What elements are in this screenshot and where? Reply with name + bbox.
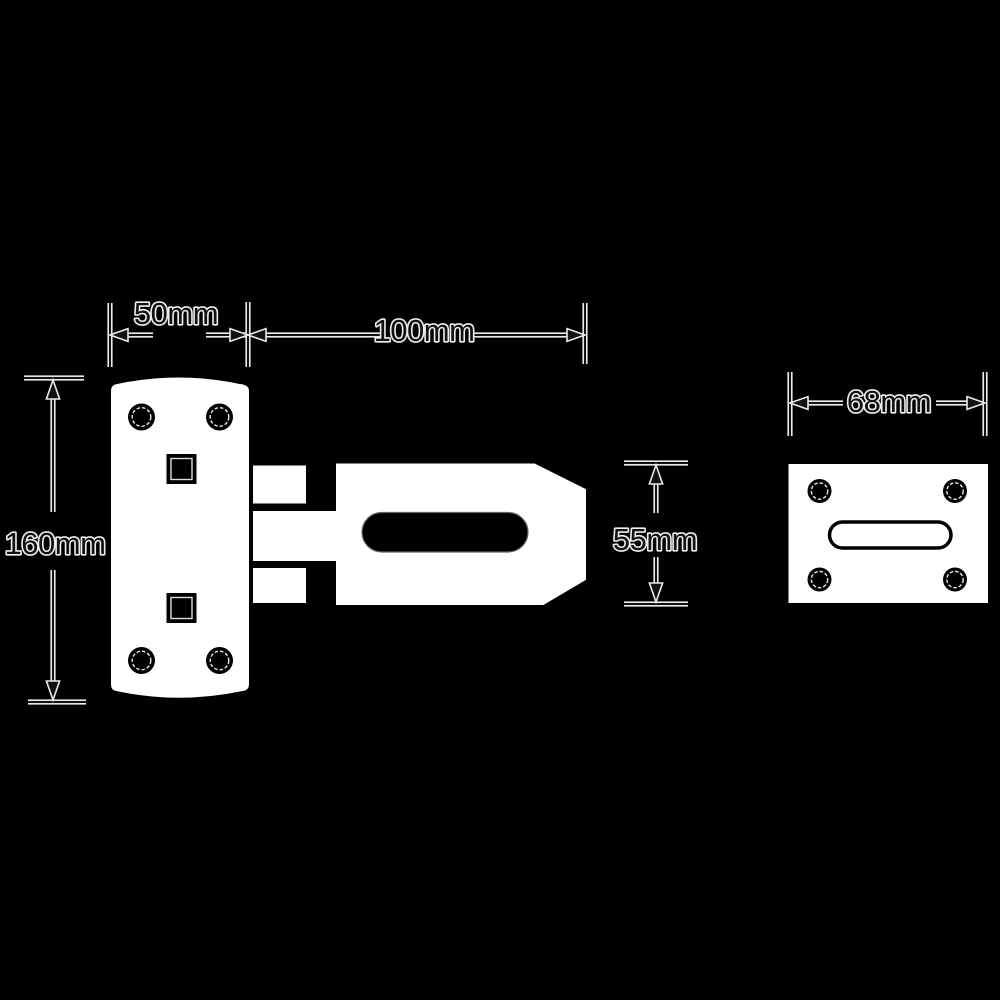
coach-bolt-hole-ring <box>170 457 193 481</box>
hinge-tongue <box>246 511 336 563</box>
dimension-arm-height: 55mm <box>611 462 699 605</box>
screw-hole-ring <box>946 570 964 589</box>
hinge-knuckle-bottom <box>247 564 310 607</box>
screw-hole-ring <box>131 650 152 671</box>
staple-slot <box>827 520 953 550</box>
hasp-front-view <box>107 373 590 702</box>
arrowhead-up-icon <box>45 377 61 400</box>
arrowhead-right-icon <box>566 327 588 343</box>
dimension-label-arm-length: 100mm <box>374 313 475 348</box>
dimension-staple-width: 68mm <box>790 372 985 436</box>
hinge-knuckle-top <box>247 461 310 508</box>
dimension-label-staple-width: 68mm <box>847 384 931 419</box>
dimension-label-plate-width: 50mm <box>134 296 218 331</box>
dimension-plate-width: 50mm <box>107 294 251 367</box>
dimension-label-arm-height: 55mm <box>613 522 697 557</box>
screw-hole-ring <box>209 650 230 671</box>
hinge-plate-holes <box>128 403 233 674</box>
staple-plate-holes <box>807 479 967 592</box>
screw-hole-ring <box>946 482 964 500</box>
hinge-tongue-outline <box>246 507 336 565</box>
screw-hole-ring <box>209 407 230 428</box>
arrowhead-left-icon <box>787 395 809 411</box>
arrowhead-right-icon <box>966 395 988 411</box>
screw-hole-ring <box>810 482 829 500</box>
screw-hole-ring <box>131 407 152 428</box>
arrowhead-down-icon <box>648 582 664 605</box>
dimension-plate-height: 160mm <box>3 377 108 703</box>
arrowhead-left-icon <box>107 327 129 343</box>
hinge-plate <box>107 373 253 702</box>
arrowhead-right-icon <box>229 327 251 343</box>
arrowhead-left-icon <box>245 327 267 343</box>
screw-hole-ring <box>810 570 829 589</box>
arrowhead-down-icon <box>45 680 61 703</box>
dimension-arm-length: 100mm <box>245 303 588 364</box>
coach-bolt-hole-ring <box>170 596 193 620</box>
staple-plate-view <box>784 460 992 607</box>
arrowhead-up-icon <box>648 462 664 485</box>
dimension-label-plate-height: 160mm <box>5 526 106 561</box>
hasp-arm-slot <box>361 511 529 553</box>
